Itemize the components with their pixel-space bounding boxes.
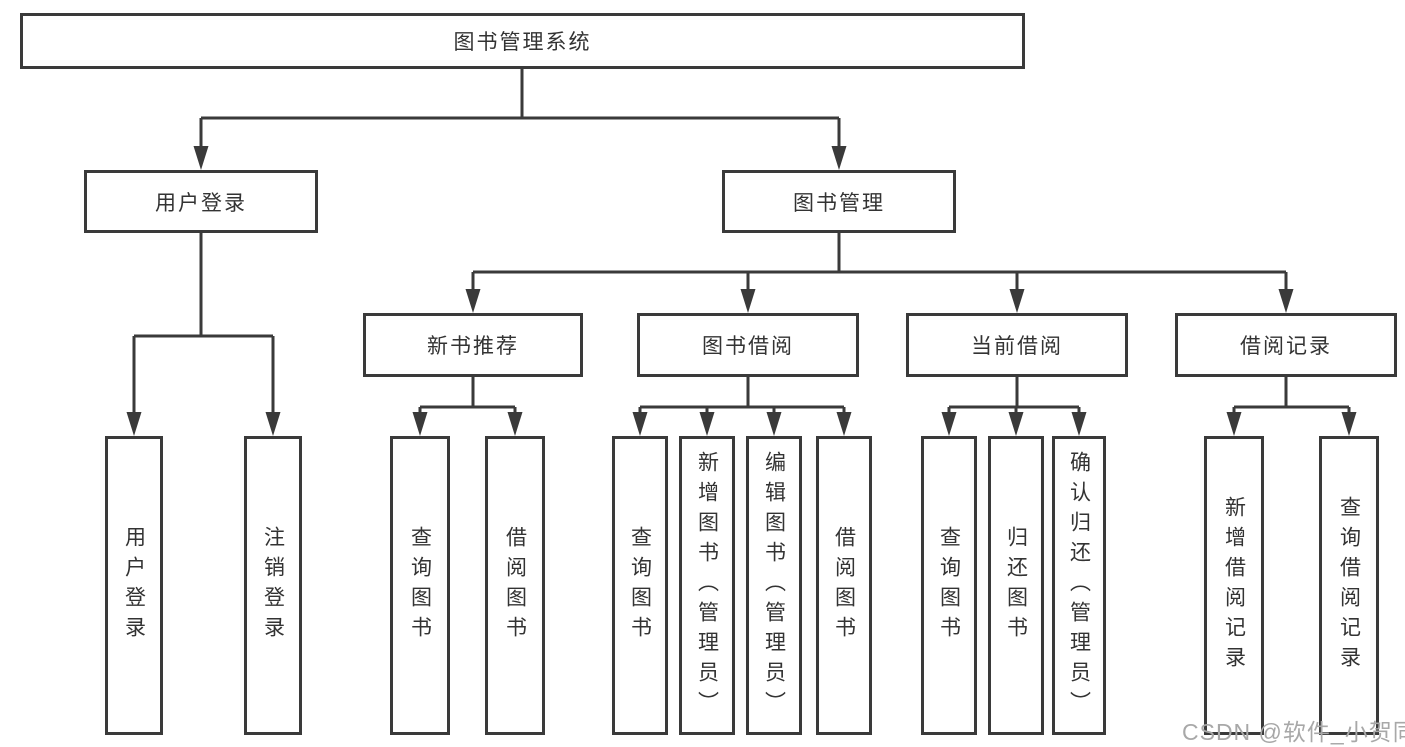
- leaf-query-books-current: 查询图书: [921, 436, 977, 735]
- connector-current-borrow-group: [941, 377, 1087, 436]
- node-current-borrow: 当前借阅: [906, 313, 1128, 377]
- connector-book-management-group: [465, 233, 1294, 313]
- leaf-user-login: 用户登录: [105, 436, 163, 735]
- leaf-edit-book-admin: 编辑图书（管理员）: [746, 436, 802, 735]
- leaf-query-books-borrow: 查询图书: [612, 436, 668, 735]
- node-label: 查询图书: [628, 525, 652, 646]
- csdn-watermark: CSDN @软件_小贺同学: [1182, 719, 1405, 745]
- leaf-return-books: 归还图书: [988, 436, 1044, 735]
- leaf-borrow-books-recommend: 借阅图书: [485, 436, 545, 735]
- node-book-borrow: 图书借阅: [637, 313, 859, 377]
- leaf-query-borrow-record: 查询借阅记录: [1319, 436, 1379, 735]
- node-label: 图书借阅: [702, 335, 794, 358]
- connector-book-borrow-group: [632, 377, 852, 436]
- node-label: 确认归还（管理员）: [1067, 450, 1091, 721]
- connector-new-book-group: [412, 377, 523, 436]
- leaf-logout: 注销登录: [244, 436, 302, 735]
- node-label: 图书管理系统: [453, 31, 592, 54]
- connector-user-login-group: [126, 233, 281, 436]
- node-label: 新书推荐: [427, 335, 519, 358]
- node-label: 借阅图书: [832, 525, 856, 646]
- node-library-management-system: 图书管理系统: [20, 13, 1025, 69]
- connector-borrow-records-group: [1226, 377, 1357, 436]
- node-label: 查询借阅记录: [1337, 495, 1361, 676]
- node-label: 查询图书: [937, 525, 961, 646]
- node-label: 归还图书: [1004, 525, 1028, 646]
- connector-root-to-level2: [193, 69, 847, 170]
- leaf-confirm-return-admin: 确认归还（管理员）: [1052, 436, 1106, 735]
- node-label: 借阅图书: [503, 525, 527, 646]
- leaf-add-book-admin: 新增图书（管理员）: [679, 436, 735, 735]
- node-label: 用户登录: [155, 191, 247, 215]
- node-label: 借阅记录: [1240, 335, 1332, 358]
- node-new-book-recommend: 新书推荐: [363, 313, 583, 377]
- leaf-borrow-books: 借阅图书: [816, 436, 872, 735]
- node-label: 注销登录: [261, 525, 285, 646]
- node-label: 新增图书（管理员）: [695, 450, 719, 721]
- node-label: 编辑图书（管理员）: [762, 450, 786, 721]
- leaf-add-borrow-record: 新增借阅记录: [1204, 436, 1264, 735]
- node-label: 当前借阅: [971, 335, 1063, 358]
- node-book-management: 图书管理: [722, 170, 956, 233]
- node-label: 查询图书: [408, 525, 432, 646]
- leaf-query-books-recommend: 查询图书: [390, 436, 450, 735]
- node-label: 新增借阅记录: [1222, 495, 1246, 676]
- node-user-login: 用户登录: [84, 170, 318, 233]
- node-borrow-records: 借阅记录: [1175, 313, 1397, 377]
- node-label: 图书管理: [793, 191, 885, 215]
- node-label: 用户登录: [122, 525, 146, 646]
